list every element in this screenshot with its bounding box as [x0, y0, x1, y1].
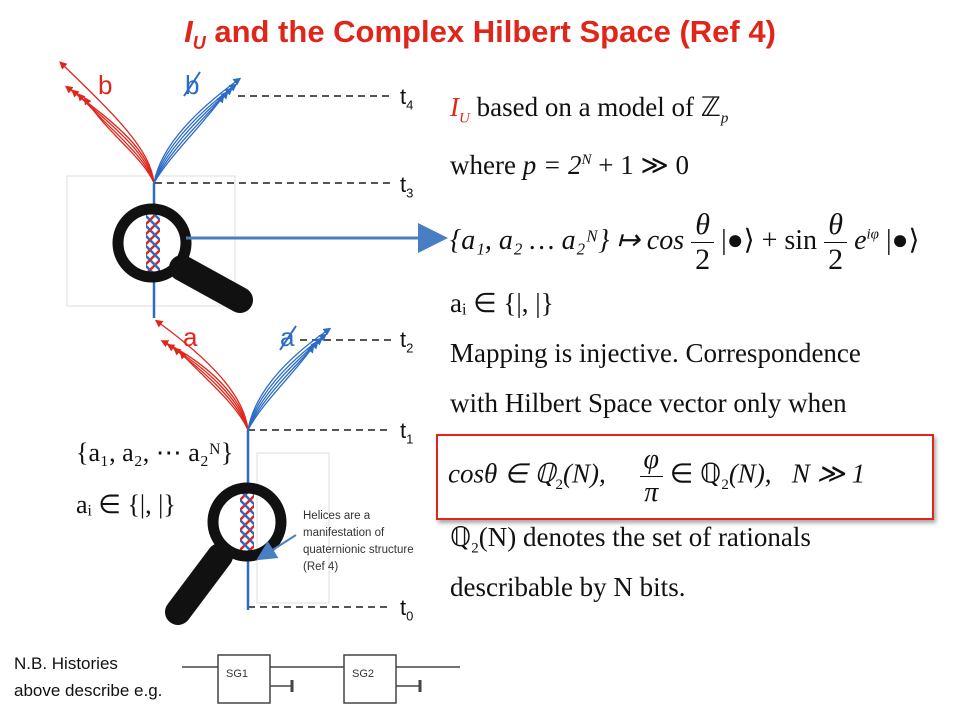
text-line-7: ℚ2(N) denotes the set of rationals: [450, 522, 811, 557]
lower-background-box: [256, 452, 330, 604]
helix-note: Helices are a manifestation of quaternio…: [303, 510, 414, 573]
text-line-5: Mapping is injective. Correspondence: [450, 338, 861, 368]
text-line-8: describable by N bits.: [450, 572, 686, 602]
time-label-t0: t0: [400, 595, 414, 624]
time-label-t2: t2: [400, 327, 414, 356]
text-line-2: where p = 2N + 1 ≫ 0: [450, 150, 689, 180]
lower-red-label: a: [183, 322, 198, 352]
sg2-label: SG2: [352, 668, 375, 680]
time-label-t1: t1: [400, 418, 414, 447]
page-title: IU and the Complex Hilbert Space (Ref 4): [0, 14, 960, 54]
title-subscript: U: [192, 33, 206, 54]
text-line-1: IU based on a model of ℤp: [450, 92, 729, 127]
left-set-formula: {a₁, a₂, ⋯ a₂ᴺ}: [76, 438, 234, 467]
upper-blue-label: b: [185, 70, 200, 100]
stern-gerlach-circuit: [182, 654, 460, 704]
upper-red-label: b: [98, 70, 113, 100]
text-line-6: with Hilbert Space vector only when: [450, 388, 847, 418]
upper-red-branches: [59, 61, 155, 184]
condition-box: [436, 434, 934, 520]
lower-magnifier-icon: [165, 482, 287, 625]
text-line-4: aᵢ ∈ {|, |}: [450, 288, 554, 318]
time-label-t4: t4: [400, 84, 414, 113]
sg1-label: SG1: [226, 668, 249, 680]
lower-blue-label: a: [280, 322, 295, 352]
upper-magnifier-icon: [112, 203, 253, 313]
time-label-t3: t3: [400, 172, 414, 201]
lower-blue-branches: [247, 327, 332, 431]
upper-blue-branches: [153, 77, 242, 184]
title-symbol: I: [184, 14, 193, 49]
left-element-formula: aᵢ ∈ {|, |}: [76, 490, 176, 519]
lower-red-branches: [154, 319, 249, 431]
note-arrow: [256, 534, 297, 561]
nb-note: N.B. Histories above describe e.g.: [14, 654, 163, 700]
title-text: and the Complex Hilbert Space (Ref 4): [205, 14, 776, 49]
